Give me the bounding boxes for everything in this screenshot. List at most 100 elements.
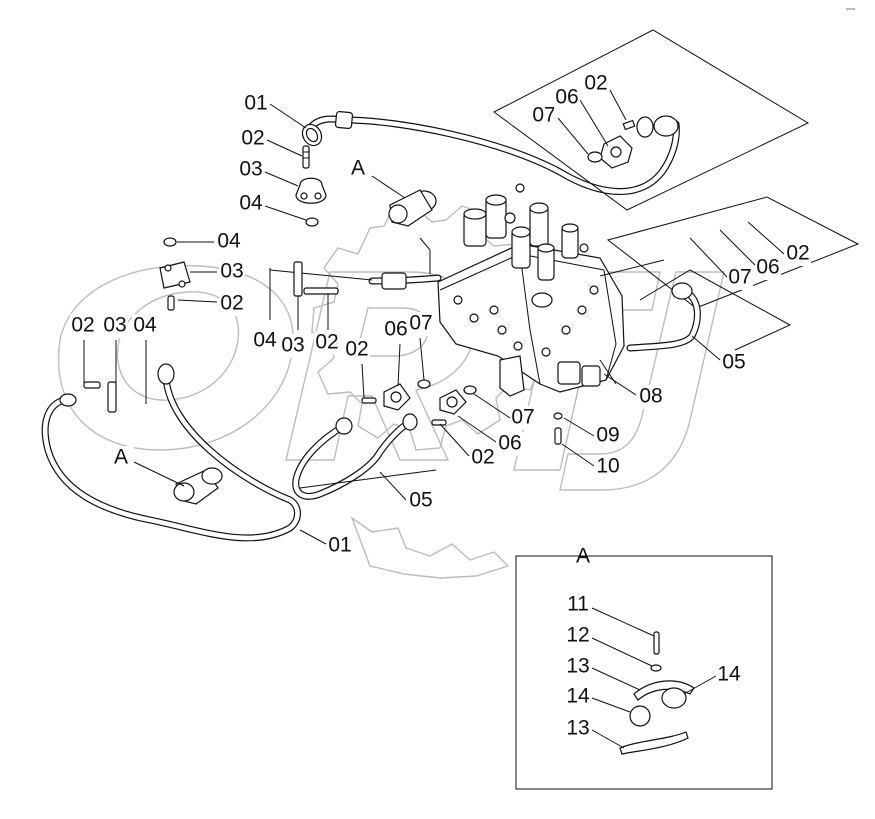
callout-bg (314, 331, 340, 355)
callout-label: 11 (567, 593, 589, 616)
callout-label: 07 (728, 266, 751, 289)
callout-label: 05 (409, 489, 432, 512)
callout-bg (565, 624, 591, 648)
callout-bg (408, 312, 434, 336)
callout-label: 03 (239, 158, 262, 181)
left-flange-set (159, 237, 339, 320)
callout-bg (238, 192, 264, 216)
callout-bg (595, 424, 621, 448)
callout-label: 07 (511, 406, 534, 429)
leader-lines (83, 89, 785, 749)
lower-left-hose (41, 363, 301, 542)
callout-label: 03 (103, 314, 126, 337)
callout-label: 06 (756, 256, 779, 279)
callout-bg (470, 446, 496, 470)
callout-label: 02 (71, 314, 94, 337)
watermark-letter-j (559, 271, 725, 491)
watermark-gear-lower (350, 516, 510, 579)
callout-label: 02 (584, 72, 607, 95)
callout-bg (638, 385, 664, 409)
callout-bg (565, 717, 591, 741)
control-valve-block (437, 183, 665, 397)
callout-label: 02 (220, 292, 243, 315)
detail-box-a (515, 555, 773, 790)
callout-bg (345, 157, 371, 181)
callout-bg (219, 292, 245, 316)
callout-bg (280, 334, 306, 358)
callout-bg (510, 406, 536, 430)
callout-label: 02 (786, 242, 809, 265)
callout-bg (595, 455, 621, 479)
callout-bg (344, 338, 370, 362)
callout-bg (70, 314, 96, 338)
callout-bg (785, 242, 811, 266)
callout-bg (219, 260, 245, 284)
callout-bg (755, 256, 781, 280)
callout-label: 03 (220, 260, 243, 283)
callout-label: A (114, 446, 128, 469)
callout-bg (565, 655, 591, 679)
inset-frame-right (606, 196, 860, 351)
callout-bg (108, 446, 134, 470)
callout-bg (240, 127, 266, 151)
callout-label: A (351, 157, 365, 180)
callout-bg (554, 86, 580, 110)
callout-label: 07 (409, 312, 432, 335)
detail-box-title: A (576, 545, 590, 568)
callout-bg (727, 266, 753, 290)
callout-bg (383, 318, 409, 342)
callout-label: 02 (315, 331, 338, 354)
callout-bg (531, 104, 557, 128)
callout-label: 01 (244, 92, 267, 115)
callout-bg (216, 230, 242, 254)
lower-flange-fittings (361, 379, 563, 445)
callout-label: 13 (566, 655, 589, 678)
callout-label: 13 (566, 717, 589, 740)
callout-bg (583, 72, 609, 96)
callout-label: 02 (471, 446, 494, 469)
callout-label: 09 (596, 424, 619, 447)
callout-bg (102, 314, 128, 338)
callout-label: 06 (555, 86, 578, 109)
callout-bg (132, 314, 158, 338)
callout-label: 03 (281, 334, 304, 357)
callout-bg (565, 593, 591, 617)
callout-bg (721, 351, 747, 375)
clamp-a-upper (371, 175, 437, 274)
callout-label: 04 (133, 314, 157, 337)
callout-bg (327, 534, 353, 558)
callout-label: 05 (722, 351, 745, 374)
center-supply-pipe (269, 269, 442, 290)
top-left-flange-set (295, 145, 327, 227)
callout-label: 12 (566, 624, 589, 647)
callout-label: 04 (239, 192, 263, 215)
callout-bg (565, 685, 591, 709)
callout-label: 10 (596, 455, 619, 478)
watermark-letter-o (57, 264, 294, 451)
callout-label: 06 (498, 432, 521, 455)
callout-bg (497, 432, 523, 456)
callout-bg (252, 329, 278, 353)
callout-bg (408, 489, 434, 513)
callout-label: 04 (217, 230, 241, 253)
inset-frame-upper (493, 29, 810, 211)
callout-label: 08 (639, 385, 662, 408)
callout-bg (238, 158, 264, 182)
clamp-a-lower (173, 467, 223, 505)
lower-return-hose (292, 413, 437, 500)
right-return-hose (626, 282, 701, 352)
callout-label: 02 (241, 127, 264, 150)
upper-pressure-hose (301, 110, 680, 195)
callout-label: 14 (566, 685, 590, 708)
corner-mark: ᵖʳᵒᵒᵃ (846, 7, 855, 13)
callout-label: 14 (717, 663, 741, 686)
callout-label: 02 (345, 338, 368, 361)
callout-label: 06 (384, 318, 407, 341)
callout-bg (243, 92, 269, 116)
callout-label: 07 (532, 104, 555, 127)
callout-label: 01 (328, 534, 351, 557)
callout-bg (716, 663, 742, 687)
